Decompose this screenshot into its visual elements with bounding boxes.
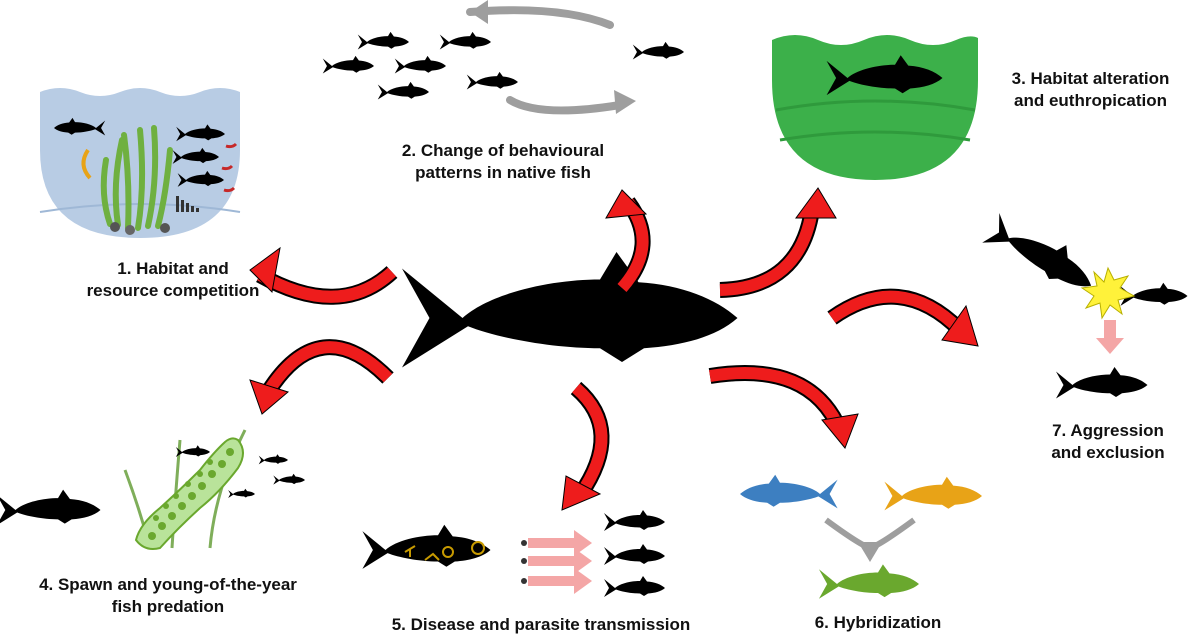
fish-silhouette bbox=[322, 55, 374, 74]
predation-scene bbox=[0, 429, 305, 550]
transmission-arrows bbox=[528, 530, 592, 594]
aggression-scene bbox=[982, 208, 1188, 399]
arrow-to-habitat-competition bbox=[249, 246, 398, 305]
fish-silhouette bbox=[273, 473, 305, 485]
arrow-to-behaviour-change bbox=[605, 189, 651, 294]
central-invasive-fish bbox=[402, 252, 738, 368]
green-water-bowl bbox=[772, 35, 978, 180]
hybridization-scene bbox=[740, 474, 982, 599]
fish-silhouette bbox=[632, 41, 684, 60]
arrow-to-habitat-alteration bbox=[719, 187, 837, 298]
arrow-to-disease bbox=[561, 381, 610, 511]
fish-silhouette bbox=[357, 31, 409, 50]
fish-silhouette bbox=[258, 454, 288, 465]
label-disease: 5. Disease and parasite transmission bbox=[391, 615, 691, 634]
arrow-to-hybridization bbox=[708, 365, 859, 449]
fish-silhouette bbox=[228, 488, 255, 498]
impact-arrows bbox=[249, 187, 979, 511]
seagrass-plants bbox=[100, 125, 173, 231]
habitat-alteration-bowl bbox=[772, 35, 978, 180]
label-habitat-competition: 1. Habitat and resource competition bbox=[86, 259, 260, 300]
fish-silhouette bbox=[466, 71, 518, 90]
yellow-fish bbox=[884, 476, 982, 511]
fish-silhouette bbox=[0, 489, 101, 526]
fish-silhouette bbox=[982, 208, 1103, 301]
label-behaviour-change: 2. Change of behavioural patterns in nat… bbox=[401, 141, 605, 182]
arrow-to-predation bbox=[249, 339, 394, 415]
blue-fish bbox=[740, 474, 838, 509]
habitat-competition-bowl bbox=[39, 88, 241, 238]
label-hybridization: 6. Hybridization bbox=[814, 613, 942, 632]
label-habitat-alteration: 3. Habitat alteration and euthropication bbox=[1011, 69, 1170, 110]
fish-silhouette bbox=[604, 510, 665, 531]
label-predation: 4. Spawn and young-of-the-year fish pred… bbox=[39, 575, 297, 616]
arrow-to-aggression bbox=[827, 288, 979, 347]
gray-cycle-arrows bbox=[466, 6, 624, 115]
declining-bars-icon bbox=[176, 196, 199, 212]
label-aggression: 7. Aggression and exclusion bbox=[1051, 421, 1165, 462]
fish-silhouette bbox=[439, 31, 491, 50]
parasite-icons bbox=[404, 541, 485, 561]
fish-silhouette bbox=[377, 81, 429, 100]
aggression-burst-icon bbox=[1080, 266, 1136, 320]
fish-silhouette bbox=[604, 576, 665, 597]
fish-silhouette bbox=[175, 445, 210, 458]
fish-silhouette bbox=[394, 55, 446, 74]
fish-silhouette bbox=[604, 544, 665, 565]
green-hybrid-fish bbox=[818, 564, 919, 599]
behaviour-change-school bbox=[322, 0, 684, 115]
disease-scene bbox=[362, 510, 665, 597]
fish-silhouette bbox=[1056, 367, 1148, 399]
